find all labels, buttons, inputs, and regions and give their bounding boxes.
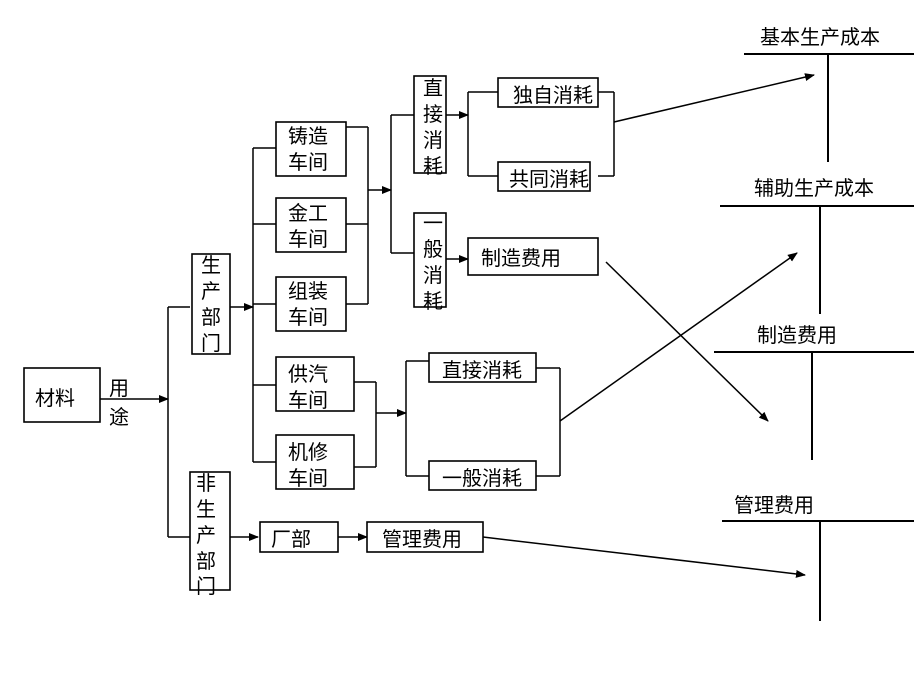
production-dept-char-1: 生 bbox=[201, 253, 221, 277]
assembly-workshop-line-1: 组装 bbox=[288, 279, 328, 303]
connector-lines bbox=[100, 73, 815, 578]
manufacturing-overhead-node: 制造费用 bbox=[467, 237, 599, 276]
repair-workshop-line-2: 车间 bbox=[288, 466, 328, 490]
assembly-workshop-line-2: 车间 bbox=[288, 305, 328, 329]
nonproduction-dept-char-5: 门 bbox=[196, 574, 216, 598]
metalwork-workshop-line-2: 车间 bbox=[288, 227, 328, 251]
nonproduction-dept-char-3: 产 bbox=[196, 523, 216, 547]
steam-workshop-line-2: 车间 bbox=[288, 388, 328, 412]
direct-consumption-char-2: 接 bbox=[423, 102, 443, 126]
account-basic-production-title: 基本生产成本 bbox=[760, 25, 880, 49]
aux-direct-consumption-label: 直接消耗 bbox=[442, 358, 522, 382]
usage-char-2: 途 bbox=[109, 405, 129, 429]
account-auxiliary-production: 辅助生产成本 bbox=[720, 176, 914, 314]
steam-workshop-line-1: 供汽 bbox=[288, 362, 328, 386]
general-consumption-char-3: 消 bbox=[423, 263, 443, 287]
casting-workshop-line-1: 铸造 bbox=[288, 124, 328, 148]
material-node: 材料 bbox=[23, 367, 101, 423]
factory-node: 厂部 bbox=[259, 521, 339, 553]
nonproduction-dept-char-4: 部 bbox=[196, 549, 216, 573]
general-consumption-char-4: 耗 bbox=[423, 289, 443, 313]
direct-consumption-node: 直 接 消 耗 bbox=[413, 75, 447, 178]
shared-consumption-label: 共同消耗 bbox=[509, 167, 589, 191]
admin-expense-node: 管理费用 bbox=[366, 521, 484, 553]
metalwork-workshop-node: 金工 车间 bbox=[275, 197, 347, 253]
production-dept-char-4: 门 bbox=[201, 331, 221, 355]
production-dept-char-2: 产 bbox=[201, 279, 221, 303]
nonproduction-dept-node: 非 生 产 部 门 bbox=[189, 471, 231, 598]
aux-general-consumption-node: 一般消耗 bbox=[428, 460, 537, 491]
exclusive-consumption-label: 独自消耗 bbox=[513, 83, 593, 107]
nonproduction-dept-char-1: 非 bbox=[196, 471, 216, 495]
manufacturing-overhead-label: 制造费用 bbox=[481, 246, 561, 270]
factory-label: 厂部 bbox=[271, 527, 311, 551]
usage-label: 用 途 bbox=[109, 376, 129, 429]
account-manufacturing-overhead: 制造费用 bbox=[714, 323, 914, 460]
production-dept-node: 生 产 部 门 bbox=[191, 253, 231, 355]
account-admin-expense: 管理费用 bbox=[722, 493, 914, 621]
admin-expense-label: 管理费用 bbox=[382, 527, 462, 551]
nonproduction-dept-char-2: 生 bbox=[196, 497, 216, 521]
assembly-workshop-node: 组装 车间 bbox=[275, 276, 347, 332]
direct-consumption-char-3: 消 bbox=[423, 128, 443, 152]
production-dept-char-3: 部 bbox=[201, 305, 221, 329]
metalwork-workshop-line-1: 金工 bbox=[288, 201, 328, 225]
general-consumption-node: 一 般 消 耗 bbox=[413, 211, 447, 313]
general-consumption-char-2: 般 bbox=[423, 237, 443, 261]
material-label: 材料 bbox=[35, 386, 75, 410]
aux-direct-consumption-node: 直接消耗 bbox=[428, 352, 537, 383]
exclusive-consumption-node: 独自消耗 bbox=[497, 77, 599, 108]
casting-workshop-line-2: 车间 bbox=[288, 150, 328, 174]
aux-general-consumption-label: 一般消耗 bbox=[442, 466, 522, 490]
direct-consumption-char-4: 耗 bbox=[423, 154, 443, 178]
usage-char-1: 用 bbox=[109, 376, 129, 400]
account-manufacturing-overhead-title: 制造费用 bbox=[757, 323, 837, 347]
direct-consumption-char-1: 直 bbox=[423, 76, 443, 100]
shared-consumption-node: 共同消耗 bbox=[497, 161, 591, 192]
casting-workshop-node: 铸造 车间 bbox=[275, 121, 347, 177]
steam-workshop-node: 供汽 车间 bbox=[275, 356, 355, 412]
repair-workshop-line-1: 机修 bbox=[288, 440, 328, 464]
account-auxiliary-production-title: 辅助生产成本 bbox=[754, 176, 874, 200]
account-admin-expense-title: 管理费用 bbox=[734, 493, 814, 517]
account-basic-production: 基本生产成本 bbox=[744, 25, 914, 162]
general-consumption-char-1: 一 bbox=[423, 211, 443, 235]
repair-workshop-node: 机修 车间 bbox=[275, 434, 355, 490]
